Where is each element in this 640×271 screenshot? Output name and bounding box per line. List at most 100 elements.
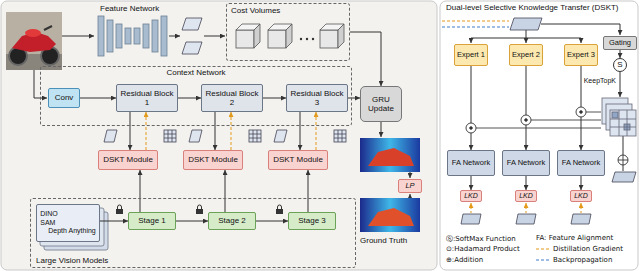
fa-network: FA Network	[447, 150, 495, 176]
input-photo	[25, 29, 41, 37]
dskt-input-lines	[442, 27, 509, 28]
addition-symbol	[618, 155, 628, 165]
topk-weights	[610, 110, 636, 136]
text-holder: GRU Update	[361, 95, 401, 113]
feature-network-shape	[116, 24, 122, 48]
cost-volume-cubes	[306, 38, 308, 40]
flow-arrows	[381, 122, 382, 137]
legend-row: Distillation Gradient	[536, 245, 623, 253]
flow-arrows	[204, 36, 225, 37]
connector	[146, 112, 147, 150]
text-holder: S	[615, 60, 624, 69]
expert-box: Expert 2	[509, 44, 543, 66]
node-text: Expert 3	[567, 51, 595, 60]
input-photo	[6, 12, 62, 70]
node-text: DSKT Module	[103, 155, 153, 164]
lock-icons	[118, 205, 122, 209]
residual-block: Residual Block 3	[286, 84, 348, 112]
conv-box: Conv	[48, 88, 80, 108]
feature-icons	[274, 130, 287, 142]
dskt-input-lines	[442, 21, 623, 213]
dskt-input-lines	[471, 203, 472, 213]
stage-box: Stage 3	[288, 212, 336, 230]
operation-label: KeepTopK	[584, 77, 616, 84]
dskt-input-lines	[526, 38, 527, 43]
feature-maps	[182, 42, 202, 54]
connector	[263, 98, 286, 99]
node-text: LP	[405, 182, 414, 191]
cost-volume-cubes	[236, 24, 344, 48]
input-photo	[44, 26, 52, 30]
feature-icons	[104, 130, 117, 142]
connector	[620, 50, 621, 58]
dskt-input-lines	[623, 136, 624, 171]
node-text: Residual Block 2	[204, 89, 260, 107]
connector	[215, 112, 216, 150]
connector	[526, 176, 527, 190]
hadamard-symbol	[576, 107, 586, 117]
text-holder: Residual Block 2	[202, 89, 262, 107]
text-holder: DSKT Module	[186, 155, 240, 164]
panels	[1, 1, 437, 270]
gating-box: Gating	[603, 36, 637, 50]
image-caption: Ground Truth	[360, 236, 407, 245]
cost-volume-cubes	[300, 38, 302, 40]
dskt-module: DSKT Module	[98, 150, 158, 170]
connector	[256, 221, 288, 222]
loss-box: LKD	[515, 190, 537, 202]
feature-network-shape	[98, 16, 104, 56]
topk-weights	[602, 98, 636, 136]
legend-row: Ⓢ:SoftMax Function	[446, 234, 516, 244]
gru-box: GRU Update	[360, 86, 402, 122]
legend-text: Backpropagation	[553, 256, 612, 264]
text-holder: Residual Block 3	[287, 89, 347, 107]
text-holder: DSKT Module	[271, 155, 325, 164]
context-network-group: Context NetworkConv Residual Block 1 Resid…	[40, 66, 352, 126]
feature-network-shape	[107, 20, 113, 52]
text-holder: Context Network	[41, 68, 351, 77]
node-text: Expert 1	[457, 51, 485, 60]
depth-maps	[360, 198, 420, 232]
hadamard-symbol	[470, 127, 473, 130]
legend-text: ⊙:Hadamard Product	[446, 245, 520, 253]
cost-volume-cubes	[286, 24, 292, 48]
flow-arrows	[410, 172, 411, 178]
flow-arrows	[62, 36, 94, 37]
dskt-input-lines	[581, 203, 582, 213]
connector	[140, 170, 141, 212]
hadamard-symbol	[521, 115, 531, 125]
dskt-input-lines	[442, 21, 509, 22]
cost-volume-cubes	[338, 24, 344, 48]
addition-symbol	[618, 155, 628, 165]
dskt-input-lines	[471, 38, 472, 43]
legend-row: ⊕:Addition	[446, 256, 483, 264]
feature-maps	[461, 214, 481, 224]
node-text: Large Vision Models	[36, 256, 108, 265]
connector	[471, 176, 472, 190]
text-holder: Gating	[607, 39, 633, 48]
node-text: FA Network	[507, 159, 545, 168]
node-text: GRU Update	[363, 95, 399, 113]
feature-maps	[612, 172, 636, 182]
text-holder: Expert 1	[455, 51, 487, 60]
connector	[526, 66, 527, 150]
connector	[80, 98, 116, 99]
residual-block: Residual Block 1	[116, 84, 178, 112]
legend-sample	[536, 257, 550, 263]
connector	[178, 98, 201, 99]
connector	[130, 112, 131, 150]
flow-arrows	[410, 194, 411, 198]
feature-icons	[189, 130, 202, 142]
dskt-input-lines	[581, 38, 582, 43]
feature-icons	[164, 130, 176, 142]
legend-row: ⊙:Hadamard Product	[446, 245, 520, 253]
feature-maps	[571, 214, 591, 224]
expert-box: Expert 1	[454, 44, 488, 66]
lock-icons	[276, 209, 283, 214]
input-photo	[6, 12, 62, 70]
legend-line	[536, 248, 550, 249]
text-holder: Stage 1	[136, 216, 168, 225]
text-holder: Expert 2	[510, 51, 542, 60]
connector	[348, 98, 360, 99]
dskt-input-lines	[471, 30, 581, 38]
